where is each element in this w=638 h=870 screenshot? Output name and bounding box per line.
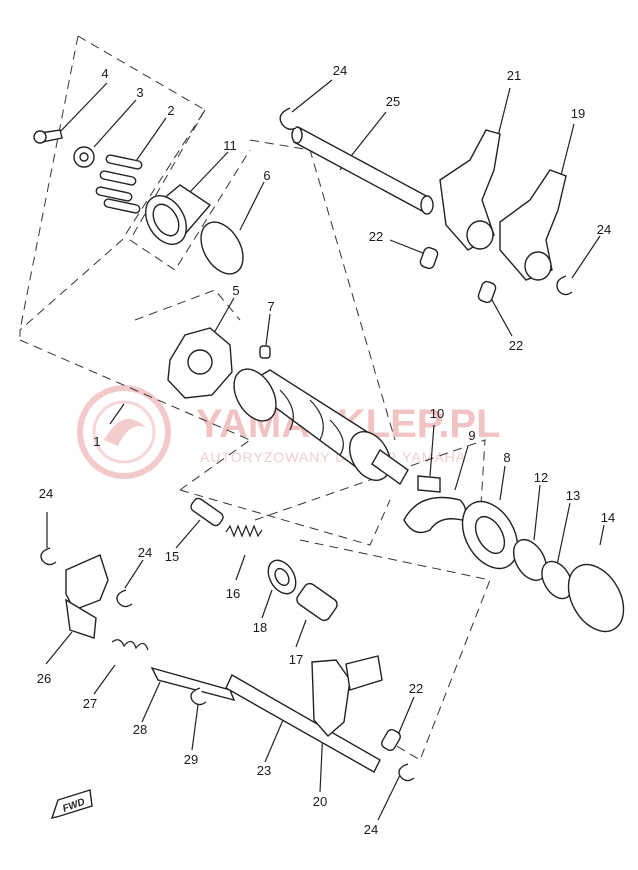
circlip-24a [279,107,297,131]
screw-10 [417,475,441,493]
callout-16: 16 [226,586,240,601]
shift-fork-21 [439,129,501,251]
callout-22a: 22 [369,229,383,244]
bearing-group [33,129,244,275]
callout-24a: 24 [333,63,347,78]
callout-13: 13 [566,488,580,503]
spring-16 [225,524,263,538]
watermark-subtitle: AUTORYZOWANY DEALER YAMAHA [200,449,466,465]
callout-17: 17 [289,652,303,667]
spring-27 [111,639,149,651]
circlip-6 [200,221,244,275]
callout-2: 2 [167,103,174,118]
shift-shaft-23 [225,674,381,773]
callout-24b: 24 [597,222,611,237]
callout-1: 1 [93,434,100,449]
guide-pin-22c [381,728,401,752]
callout-11: 11 [223,138,237,153]
shift-fork-assembly [279,107,573,304]
guide-pin-22a [419,246,439,270]
circlip-13 [541,560,573,600]
plunger-15 [190,497,224,527]
circlip-24d [116,589,133,608]
shift-shaft-group [40,547,415,782]
callout-3: 3 [136,85,143,100]
shift-fork-20 [311,659,351,737]
circlip-24c [40,547,57,566]
callout-15: 15 [165,549,179,564]
callout-23: 23 [257,763,271,778]
pin-7 [259,345,271,359]
callout-7: 7 [267,299,274,314]
callout-24e: 24 [364,822,378,837]
callout-28: 28 [133,722,147,737]
callout-18: 18 [253,620,267,635]
fwd-arrow: FWD [50,789,93,819]
circlip-24b [556,275,573,296]
callout-25: 25 [386,94,400,109]
callout-29: 29 [184,752,198,767]
callout-9: 9 [468,428,475,443]
callout-4: 4 [101,66,108,81]
shift-lever-28 [150,666,236,702]
callout-12: 12 [534,470,548,485]
plug-17 [296,582,338,622]
fork-shaft [293,127,431,213]
callout-5: 5 [232,283,239,298]
callout-27: 27 [83,696,97,711]
circlip-29 [190,687,207,706]
watermark-logo-icon [77,385,171,479]
leader-lines [45,79,605,821]
callout-21: 21 [507,68,521,83]
shift-drum-assembly [167,327,625,633]
callout-22c: 22 [409,681,423,696]
cap-14 [567,563,625,633]
callout-24d: 24 [138,545,152,560]
callout-24c: 24 [39,486,53,501]
lever-26 [65,554,109,611]
callout-20: 20 [313,794,327,809]
plate-9 [403,496,467,534]
oil-seal-12 [512,539,548,581]
shift-fork-19 [499,169,567,281]
callout-14: 14 [601,510,615,525]
callout-10: 10 [430,406,444,421]
callout-8: 8 [503,450,510,465]
callout-6: 6 [263,168,270,183]
stopper-group [190,497,338,622]
fwd-arrow-icon [50,789,93,819]
guide-pin-22b [477,280,497,304]
callout-19: 19 [571,106,585,121]
callout-labels: 24 25 21 19 24 22 22 4 3 2 11 6 5 7 1 10… [37,63,615,837]
callout-26: 26 [37,671,51,686]
callout-22b: 22 [509,338,523,353]
circlip-24e [398,763,415,782]
